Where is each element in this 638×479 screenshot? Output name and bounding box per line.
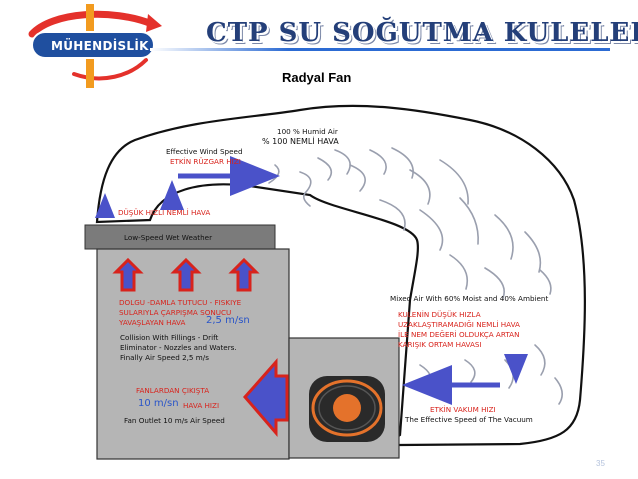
updraft-arrows [112,257,260,292]
fan-ring [311,379,383,437]
tower-tr-line4: KARIŞIK ORTAM HAVASI [398,340,482,349]
fill-speed-value: 2,5 m/sn [206,315,250,326]
fill-tr-line3: YAVAŞLAYAN HAVA [119,318,186,327]
fan-speed-value: 10 m/sn [138,398,179,409]
tower-tr-line1: KULENİN DÜŞÜK HIZLA [398,310,481,319]
vacuum-en-label: The Effective Speed of The Vacuum [405,415,533,424]
logo-text: MÜHENDİSLİK [51,39,149,53]
wind-speed-tr-label: ETKİN RÜZGAR HIZI [170,157,241,166]
header-divider [150,48,610,51]
fill-en-line2: Eliminator - Nozzles and Waters. [120,343,237,352]
fill-tr-line1: DOLGU -DAMLA TUTUCU - FISKIYE [119,298,242,307]
logo-graphic [28,4,162,88]
low-speed-wet-label: Low-Speed Wet Weather [124,233,213,242]
low-humid-air-label: DÜŞÜK HIZLI NEMLİ HAVA [118,208,211,217]
airflow-streamlines [268,147,563,405]
tower-tr-line3: İLE NEM DEĞERİ OLDUKÇA ARTAN [398,330,520,339]
fan-outlet-tr-label: FANLARDAN ÇIKIŞTA [136,386,210,395]
fan-outlet-en-label: Fan Outlet 10 m/s Air Speed [124,416,225,425]
fill-tr-line2: SULARIYLA ÇARPIŞMA SONUCU [119,308,232,317]
fill-en-line1: Collision With Fillings - Drift [120,333,219,342]
fan-speed-tr-label: HAVA HIZI [183,401,220,410]
page-number: 35 [596,459,605,468]
mixed-air-label: Mixed Air With 60% Moist and 40% Ambient [390,294,549,303]
fill-en-line3: Finally Air Speed 2,5 m/s [120,353,209,362]
diagram-subtitle: Radyal Fan [282,70,352,85]
humid-air-tr-label: % 100 NEMLİ HAVA [262,137,339,146]
tower-tr-line2: UZAKLAŞTIRAMADIĞI NEMLİ HAVA [398,320,520,329]
fan-hub [333,394,361,422]
humid-air-cloud [95,104,586,447]
company-logo: MÜHENDİSLİK [12,2,172,90]
wind-speed-en-label: Effective Wind Speed [166,147,243,156]
humid-air-en-label: 100 % Humid Air [277,127,338,136]
fan-outlet-arrow [243,358,289,438]
page-title: CTP SU SOĞUTMA KULELERİ [206,18,638,48]
vacuum-tr-label: ETKİN VAKUM HIZI [430,405,496,414]
